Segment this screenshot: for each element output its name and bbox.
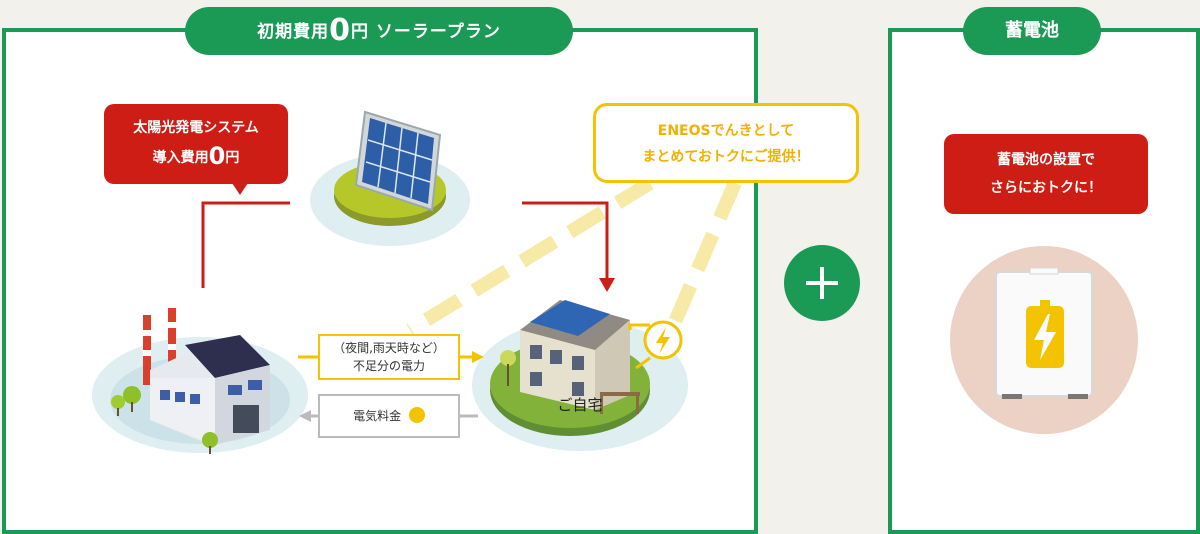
- night-power-arrow: [298, 351, 484, 363]
- power-plant-island: [92, 308, 308, 454]
- solar-plan-tab: 初期費用0円 ソーラープラン: [185, 7, 573, 55]
- red-arrow-head-icon: [599, 278, 615, 292]
- battery-callout-line1: 蓄電池の設置で: [997, 152, 1095, 168]
- battery-illustration: [950, 246, 1138, 434]
- tab-left-prefix: 初期費用: [257, 22, 330, 42]
- tab-left-suffix: 円 ソーラープラン: [350, 22, 501, 42]
- solar-callout: 太陽光発電システム 導入費用0円: [104, 104, 288, 184]
- battery-lightning-icon: [1034, 314, 1056, 360]
- solar-panel-island: [310, 110, 470, 246]
- plus-icon: [784, 245, 860, 321]
- eneos-dashed-lines: [406, 177, 742, 348]
- lightning-icon: [656, 327, 670, 354]
- eneos-callout-line1: ENEOSでんきとして: [657, 123, 795, 139]
- solar-callout-line2: 導入費用0円: [152, 142, 240, 170]
- tab-left-zero: 0: [329, 13, 351, 48]
- tab-right-label: 蓄電池: [1005, 20, 1059, 41]
- fee-arrow: [299, 410, 478, 422]
- night-label-line2: 不足分の電力: [352, 359, 425, 373]
- night-power-label: （夜間,雨天時など） 不足分の電力: [318, 334, 460, 380]
- electricity-fee-label: 電気料金: [318, 394, 460, 438]
- eneos-callout-line2: まとめておトクにご提供！: [642, 149, 810, 165]
- solar-callout-pointer: [232, 183, 248, 195]
- battery-callout-line2: さらにおトクに！: [990, 180, 1102, 196]
- fee-label-text: 電気料金: [353, 409, 402, 423]
- night-label-line1: （夜間,雨天時など）: [333, 341, 445, 355]
- battery-callout: 蓄電池の設置で さらにおトクに！: [944, 134, 1148, 214]
- home-island: [472, 300, 688, 451]
- eneos-callout: ENEOSでんきとして まとめておトクにご提供！: [593, 103, 859, 183]
- home-label: ご自宅: [557, 396, 603, 414]
- solar-flow-lines: [201, 201, 609, 288]
- solar-callout-line1: 太陽光発電システム: [133, 120, 259, 136]
- coin-icon: [408, 407, 425, 423]
- battery-tab: 蓄電池: [963, 7, 1101, 55]
